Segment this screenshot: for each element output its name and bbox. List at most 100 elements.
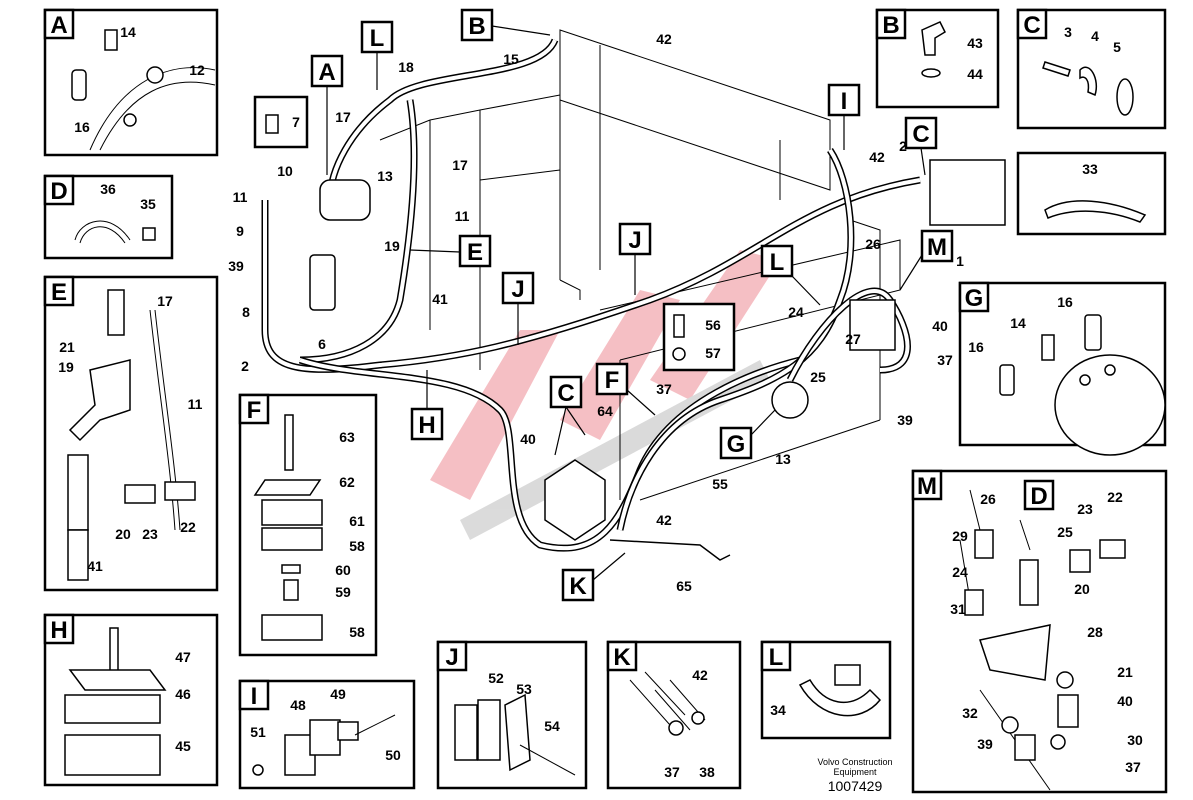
drawing-shape [1044,200,1147,223]
part-number-label: Equipment [833,767,877,777]
callout-letter: C [557,380,574,407]
part-number-label: 28 [1087,624,1103,640]
callout-letter: A [50,12,67,39]
part-number-label: 40 [520,431,536,447]
part-number-label: 60 [335,562,351,578]
drawing-shape [974,529,994,559]
washer-icon [672,347,686,361]
part-number-label: 56 [705,317,721,333]
leader-line [920,147,926,176]
part-number-label: 42 [869,149,885,165]
callout-letter: L [769,644,784,671]
leader-line [750,409,776,436]
drawing-shape [299,99,417,362]
drawing-shape [328,39,557,201]
drawing-shape [964,589,984,616]
callout-E: E [409,234,492,268]
drawing-shape [107,289,125,336]
leader-line [899,254,923,291]
drawing-shape [64,694,161,724]
drawing-shape [668,720,684,736]
drawing-shape [921,21,946,56]
part-number-label: 53 [516,681,532,697]
drawing-shape [89,67,216,151]
callout-letter: H [50,617,67,644]
part-number-label: 57 [705,345,721,361]
callout-box [1016,8,1048,40]
callout-B: B [460,8,551,42]
callout-F: F [595,362,656,416]
callout-box [43,174,75,206]
part-number-label: 40 [1117,693,1133,709]
part-number-label: 58 [349,624,365,640]
part-number-label: 44 [967,66,983,82]
part-number-label: 39 [977,736,993,752]
callout-box [501,271,535,305]
callout-box [606,640,638,672]
part-number-label: 37 [664,764,680,780]
drawing-shape [1079,374,1091,386]
part-number-label: 15 [503,51,519,67]
part-number-label: 35 [140,196,156,212]
part-number-label: 54 [544,718,560,734]
part-number-label: 58 [349,538,365,554]
drawing-shape [798,679,882,717]
part-number-label: 17 [335,109,351,125]
part-number-label: 13 [775,451,791,467]
drawing-shape [283,579,299,601]
drawing-shape [959,489,1051,791]
panel-cable-tie: 33 [1016,151,1167,236]
part-number-label: 29 [952,528,968,544]
part-number-label: 39 [228,258,244,274]
drawing-shape [124,484,156,504]
part-number-label: Volvo Construction [817,757,892,767]
drawing-shape [519,744,576,776]
callout-letter: G [727,431,746,458]
callout-box [719,426,753,460]
callout-H: H [410,370,444,441]
callout-letter: I [841,88,848,115]
part-number-label: 25 [1057,524,1073,540]
part-7-box [253,95,309,149]
part-number-label: 40 [932,318,948,334]
part-number-label: 21 [59,339,75,355]
callout-letter: F [605,367,620,394]
drawing-shape [67,454,89,531]
callout-letter: B [882,12,899,39]
hoses [261,38,921,552]
drawing-shape [71,69,87,101]
callout-box [238,393,270,425]
callout-letter: I [251,683,258,710]
callout-letter: B [468,13,485,40]
drawing-shape [454,704,478,761]
part-number-label: 45 [175,738,191,754]
drawing-shape [629,671,706,731]
filter [309,254,336,311]
part-number-label: 4 [1091,28,1099,44]
control-valve-block [929,159,1006,226]
part-number-label: 42 [656,512,672,528]
part-number-label: 16 [74,119,90,135]
drawing-shape [1116,78,1134,116]
leader-line [554,406,586,456]
drawing-shape [299,99,418,364]
part-number-label: 55 [712,476,728,492]
drawing-shape [67,529,89,581]
drawing-shape [299,358,801,551]
part-number-label: 24 [952,564,968,580]
part-number-label: 42 [656,31,672,47]
callout-I: I [827,83,861,150]
part-number-label: 17 [452,157,468,173]
callout-box [43,613,75,645]
part-number-label: 16 [1057,294,1073,310]
part-number-label: 5 [1113,39,1121,55]
panel-L: L 34 [760,640,892,740]
drawing-shape [64,734,161,776]
drawing-shape [691,711,705,725]
